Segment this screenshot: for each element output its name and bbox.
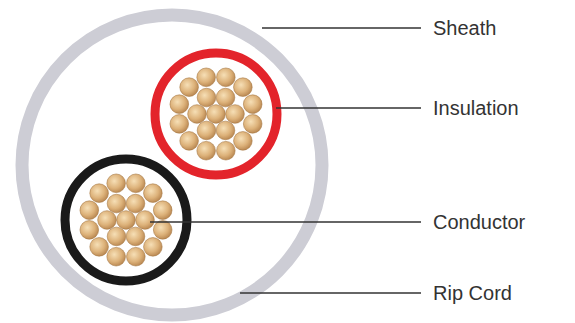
- strand: [127, 174, 146, 193]
- strand: [107, 227, 126, 246]
- leader-line: [150, 221, 421, 222]
- strand: [216, 88, 235, 107]
- strand: [243, 115, 262, 134]
- strand: [170, 115, 189, 134]
- strand: [197, 88, 216, 107]
- strand: [107, 174, 126, 193]
- strand: [98, 211, 117, 230]
- strand: [107, 194, 126, 213]
- conductor-strands: [80, 68, 262, 266]
- strand: [153, 201, 172, 220]
- strand: [127, 247, 146, 266]
- strand: [117, 211, 136, 230]
- strand: [217, 68, 236, 87]
- strand: [234, 78, 253, 97]
- strand: [234, 132, 253, 151]
- leader-line: [240, 292, 421, 293]
- red-insulation: [155, 53, 277, 175]
- strand: [144, 238, 163, 257]
- strand: [197, 68, 216, 87]
- strand: [90, 184, 109, 203]
- leader-line: [276, 107, 421, 108]
- leader-line: [262, 27, 421, 28]
- part-label: Sheath: [433, 16, 496, 40]
- part-label: Insulation: [433, 96, 519, 120]
- strand: [144, 184, 163, 203]
- part-label: Conductor: [433, 210, 525, 234]
- leader-lines: [150, 28, 421, 293]
- strand: [107, 247, 126, 266]
- strand: [243, 95, 262, 114]
- part-label: Rip Cord: [433, 281, 512, 305]
- strand: [180, 132, 199, 151]
- strand: [136, 211, 155, 230]
- strand: [80, 201, 99, 220]
- strand: [126, 227, 145, 246]
- strand: [216, 121, 235, 140]
- strand: [180, 78, 199, 97]
- black-insulation: [65, 159, 187, 281]
- strand: [153, 221, 172, 240]
- strand: [126, 194, 145, 213]
- strand: [207, 105, 226, 124]
- sheath-ring: [22, 15, 322, 315]
- strand: [226, 105, 245, 124]
- strand: [197, 141, 216, 160]
- strand: [188, 105, 207, 124]
- strand: [197, 121, 216, 140]
- strand: [170, 95, 189, 114]
- strand: [80, 221, 99, 240]
- strand: [90, 238, 109, 257]
- strand: [217, 141, 236, 160]
